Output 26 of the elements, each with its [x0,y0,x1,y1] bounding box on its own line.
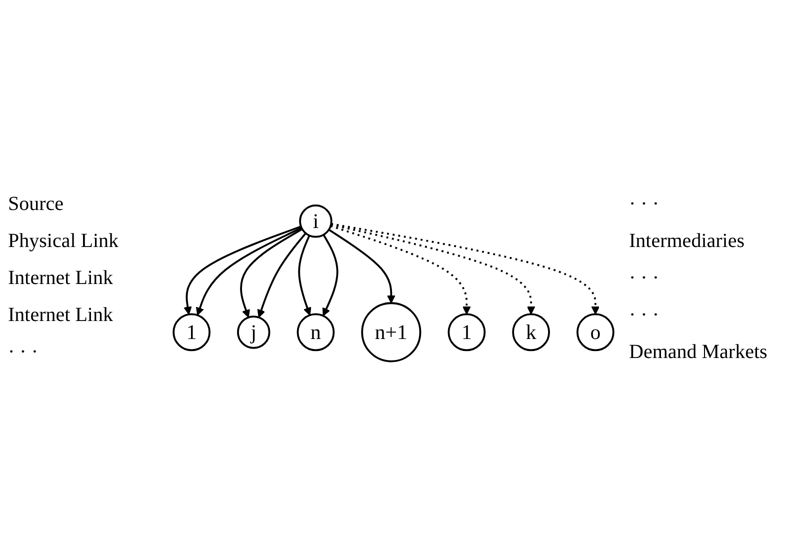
node-circle: n [296,313,335,352]
text-label: · · · [629,192,660,216]
arrow [322,234,338,316]
text-label: Physical Link [8,230,120,252]
text-label: · · · [629,266,660,290]
node-circle: 1 [448,313,486,352]
text-label: · · · [8,340,39,364]
node-circle: 1 [172,313,210,352]
text-label: · · · [629,304,660,326]
arrow [328,228,396,304]
node-circle: n+1 [361,302,422,362]
text-label: Intermediaries [629,230,746,252]
arrow [330,224,536,315]
text-label: Source [8,192,65,216]
arrow [298,235,312,316]
arrow [257,232,306,318]
arrow [330,225,471,315]
node-circle: i [299,204,332,238]
arrow [331,222,600,315]
node-circle: k [512,313,550,352]
arrow [240,228,303,318]
text-label: Internet Link [8,266,114,290]
node-circle: o [576,313,614,352]
node-circle: j [237,316,270,349]
text-label: Internet Link [8,304,114,326]
text-label: Demand Markets [629,340,768,364]
